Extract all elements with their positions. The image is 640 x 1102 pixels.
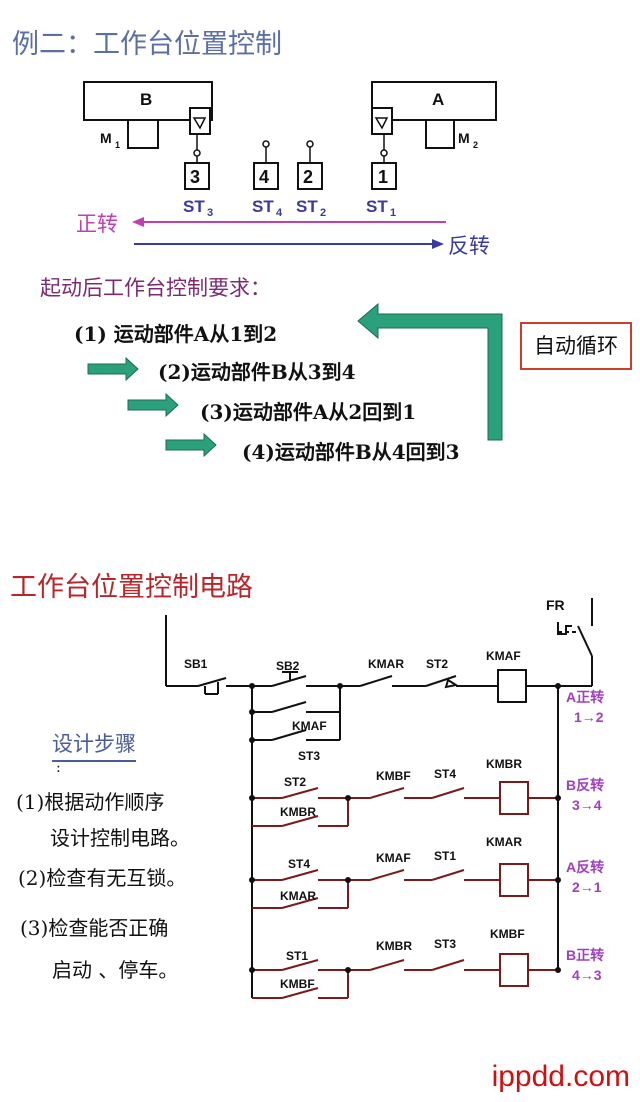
design-step-1a: (1)根据动作顺序 <box>16 790 165 814</box>
rung3-path: 2→1 <box>572 879 602 895</box>
svg-text:KMAR: KMAR <box>368 657 404 671</box>
svg-text:3: 3 <box>190 167 200 187</box>
motor1-box <box>127 119 159 149</box>
design-step-3a: (3)检查能否正确 <box>20 916 169 940</box>
control-circuit: FR SB1 SB2 KMAR ST2 KMAF KMAF ST3 ST2 KM… <box>165 597 604 999</box>
svg-text:ST: ST <box>296 197 318 216</box>
auto-cycle-box: 自动循环 <box>520 322 632 370</box>
svg-text:ST2: ST2 <box>284 775 306 789</box>
requirements-title: 起动后工作台控制要求： <box>40 276 271 300</box>
svg-text:ST4: ST4 <box>434 767 456 781</box>
motor1-sub: 1 <box>115 140 120 150</box>
svg-text:ST: ST <box>183 197 205 216</box>
rung1-path: 1→2 <box>574 709 604 725</box>
motor2-sub: 2 <box>473 140 478 150</box>
fr-label: FR <box>546 597 565 613</box>
svg-text:2: 2 <box>303 167 313 187</box>
rung2-dir: B反转 <box>566 777 604 793</box>
svg-text:KMAR: KMAR <box>280 889 316 903</box>
rung4-path: 4→3 <box>572 967 602 983</box>
design-step-1b: 设计控制电路。 <box>50 826 190 850</box>
svg-text:KMAF: KMAF <box>486 649 521 663</box>
rung4-dir: B正转 <box>566 947 604 963</box>
watermark: ippdd.com <box>491 1060 630 1093</box>
svg-text:KMBR: KMBR <box>486 757 522 771</box>
sequence-arrows <box>87 302 503 458</box>
svg-text:KMBR: KMBR <box>376 939 412 953</box>
svg-text:KMBF: KMBF <box>490 927 525 941</box>
motor2-box <box>425 119 455 149</box>
sb1-label: SB1 <box>184 657 208 671</box>
design-step-3b: 启动 、停车。 <box>52 958 179 982</box>
step-2: (2)运动部件B从3到4 <box>158 360 356 384</box>
table-b-label: B <box>140 90 152 109</box>
step-4: (4)运动部件B从4回到3 <box>242 440 460 464</box>
svg-text:ST2: ST2 <box>426 657 448 671</box>
step-3: (3)运动部件A从2回到1 <box>200 400 417 424</box>
svg-text:KMBF: KMBF <box>280 977 315 991</box>
reverse-label: 反转 <box>448 234 490 258</box>
design-step-2: (2)检查有无互锁。 <box>18 866 187 890</box>
design-heading: 设计步骤 <box>52 728 136 762</box>
sb2-label: SB2 <box>276 659 300 673</box>
svg-text:KMBF: KMBF <box>376 769 411 783</box>
step-arrow-4 <box>165 432 217 458</box>
motor1-label: M <box>100 130 112 146</box>
svg-text:ST1: ST1 <box>434 849 456 863</box>
svg-text:2: 2 <box>320 207 326 219</box>
step-arrow-3 <box>127 392 179 418</box>
table-diagram: B M 1 A M 2 3 ST 3 4 ST 4 2 ST 2 1 S <box>83 81 497 249</box>
svg-text:KMAF: KMAF <box>292 719 327 733</box>
svg-text:ST3: ST3 <box>434 937 456 951</box>
svg-text:ST: ST <box>252 197 274 216</box>
cam-a <box>371 107 393 135</box>
svg-text:ST3: ST3 <box>298 749 320 763</box>
svg-text:ST4: ST4 <box>288 857 310 871</box>
step-arrow-2 <box>87 356 139 382</box>
cam-b <box>189 107 211 135</box>
loop-arrow <box>357 302 503 441</box>
svg-text:1: 1 <box>378 167 388 187</box>
svg-text:KMAF: KMAF <box>376 851 411 865</box>
motor2-label: M <box>458 130 470 146</box>
svg-text:4: 4 <box>276 207 283 219</box>
switch-st1: 1 ST 1 <box>366 162 397 219</box>
table-a-label: A <box>432 90 444 109</box>
switch-st2: 2 ST 2 <box>296 162 326 219</box>
page-title: 例二：工作台位置控制 <box>12 29 282 60</box>
svg-text:1: 1 <box>390 207 396 219</box>
svg-text:4: 4 <box>259 167 269 187</box>
svg-text:ST1: ST1 <box>286 949 308 963</box>
rung3-dir: A反转 <box>566 859 604 875</box>
circuit-title: 工作台位置控制电路 <box>10 572 253 603</box>
step-1: (1) 运动部件A从1到2 <box>74 322 278 346</box>
svg-text:ST: ST <box>366 197 388 216</box>
rung2-path: 3→4 <box>572 797 602 813</box>
svg-text:KMBR: KMBR <box>280 805 316 819</box>
svg-text:3: 3 <box>207 207 213 219</box>
forward-label: 正转 <box>76 212 118 236</box>
switch-st3: 3 ST 3 <box>183 162 213 219</box>
rung1-dir: A正转 <box>566 689 604 705</box>
switch-st4: 4 ST 4 <box>252 162 283 219</box>
design-dot: : <box>56 760 61 776</box>
svg-text:KMAR: KMAR <box>486 835 522 849</box>
